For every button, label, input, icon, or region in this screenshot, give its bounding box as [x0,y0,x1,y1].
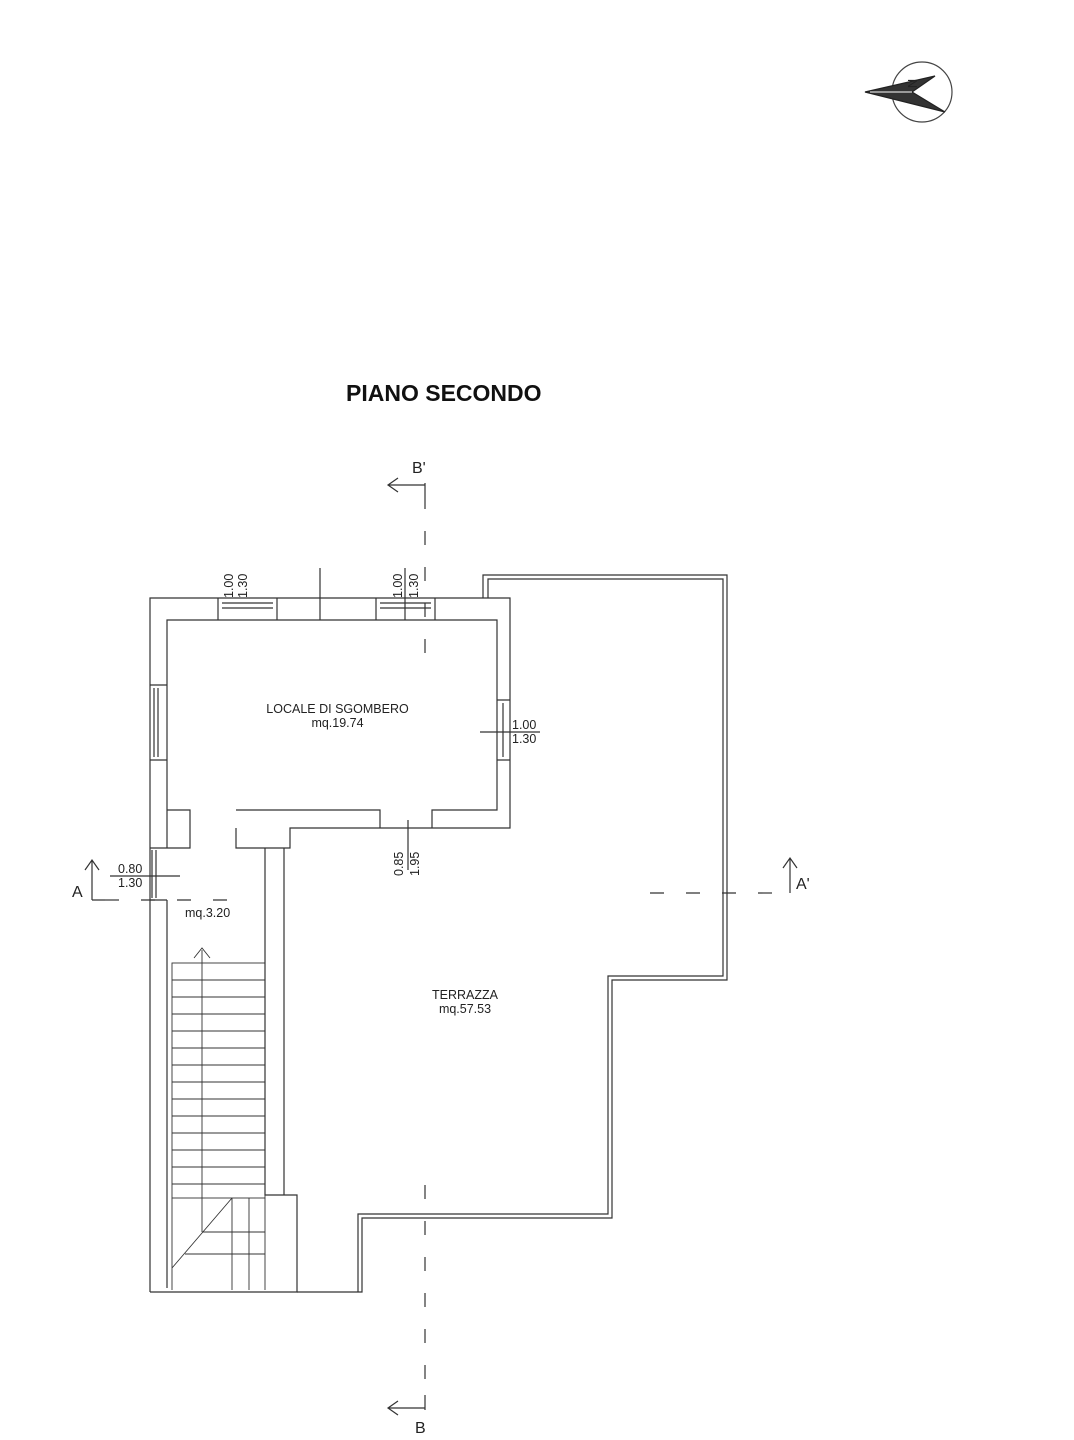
room-area: mq.3.20 [185,906,231,920]
room-label-terrazza: TERRAZZA mq.57.53 [420,988,510,1016]
opening-dim-1: 1.30 [236,573,250,598]
opening-dim-2: 1.00 [391,573,405,598]
section-label-a: A [72,884,83,901]
room-area: mq.19.74 [311,716,364,730]
section-lines [105,495,790,1390]
page-title: PIANO SECONDO [346,380,542,406]
room-name: TERRAZZA [432,988,498,1002]
opening-dim-4: 0.85 [392,851,406,876]
room-label-locale-di-sgombero: LOCALE DI SGOMBERO mq.19.74 [250,702,425,730]
room-area: mq.57.53 [438,1002,492,1016]
section-label-a-prime: A' [796,876,810,893]
compass-letter: N [905,78,921,89]
section-markers [84,477,798,1416]
room-label-landing: mq.3.20 [185,906,230,920]
opening-dim-1: 1.00 [222,573,236,598]
staircase [171,947,266,1290]
section-label-b-prime: B' [412,460,426,477]
opening-dim-4: 1.95 [408,851,422,876]
opening-dim-2: 1.30 [407,573,421,598]
section-label-b: B [415,1420,426,1437]
north-arrow-icon [864,61,953,123]
walls [110,568,728,1293]
room-name: LOCALE DI SGOMBERO [266,702,409,716]
